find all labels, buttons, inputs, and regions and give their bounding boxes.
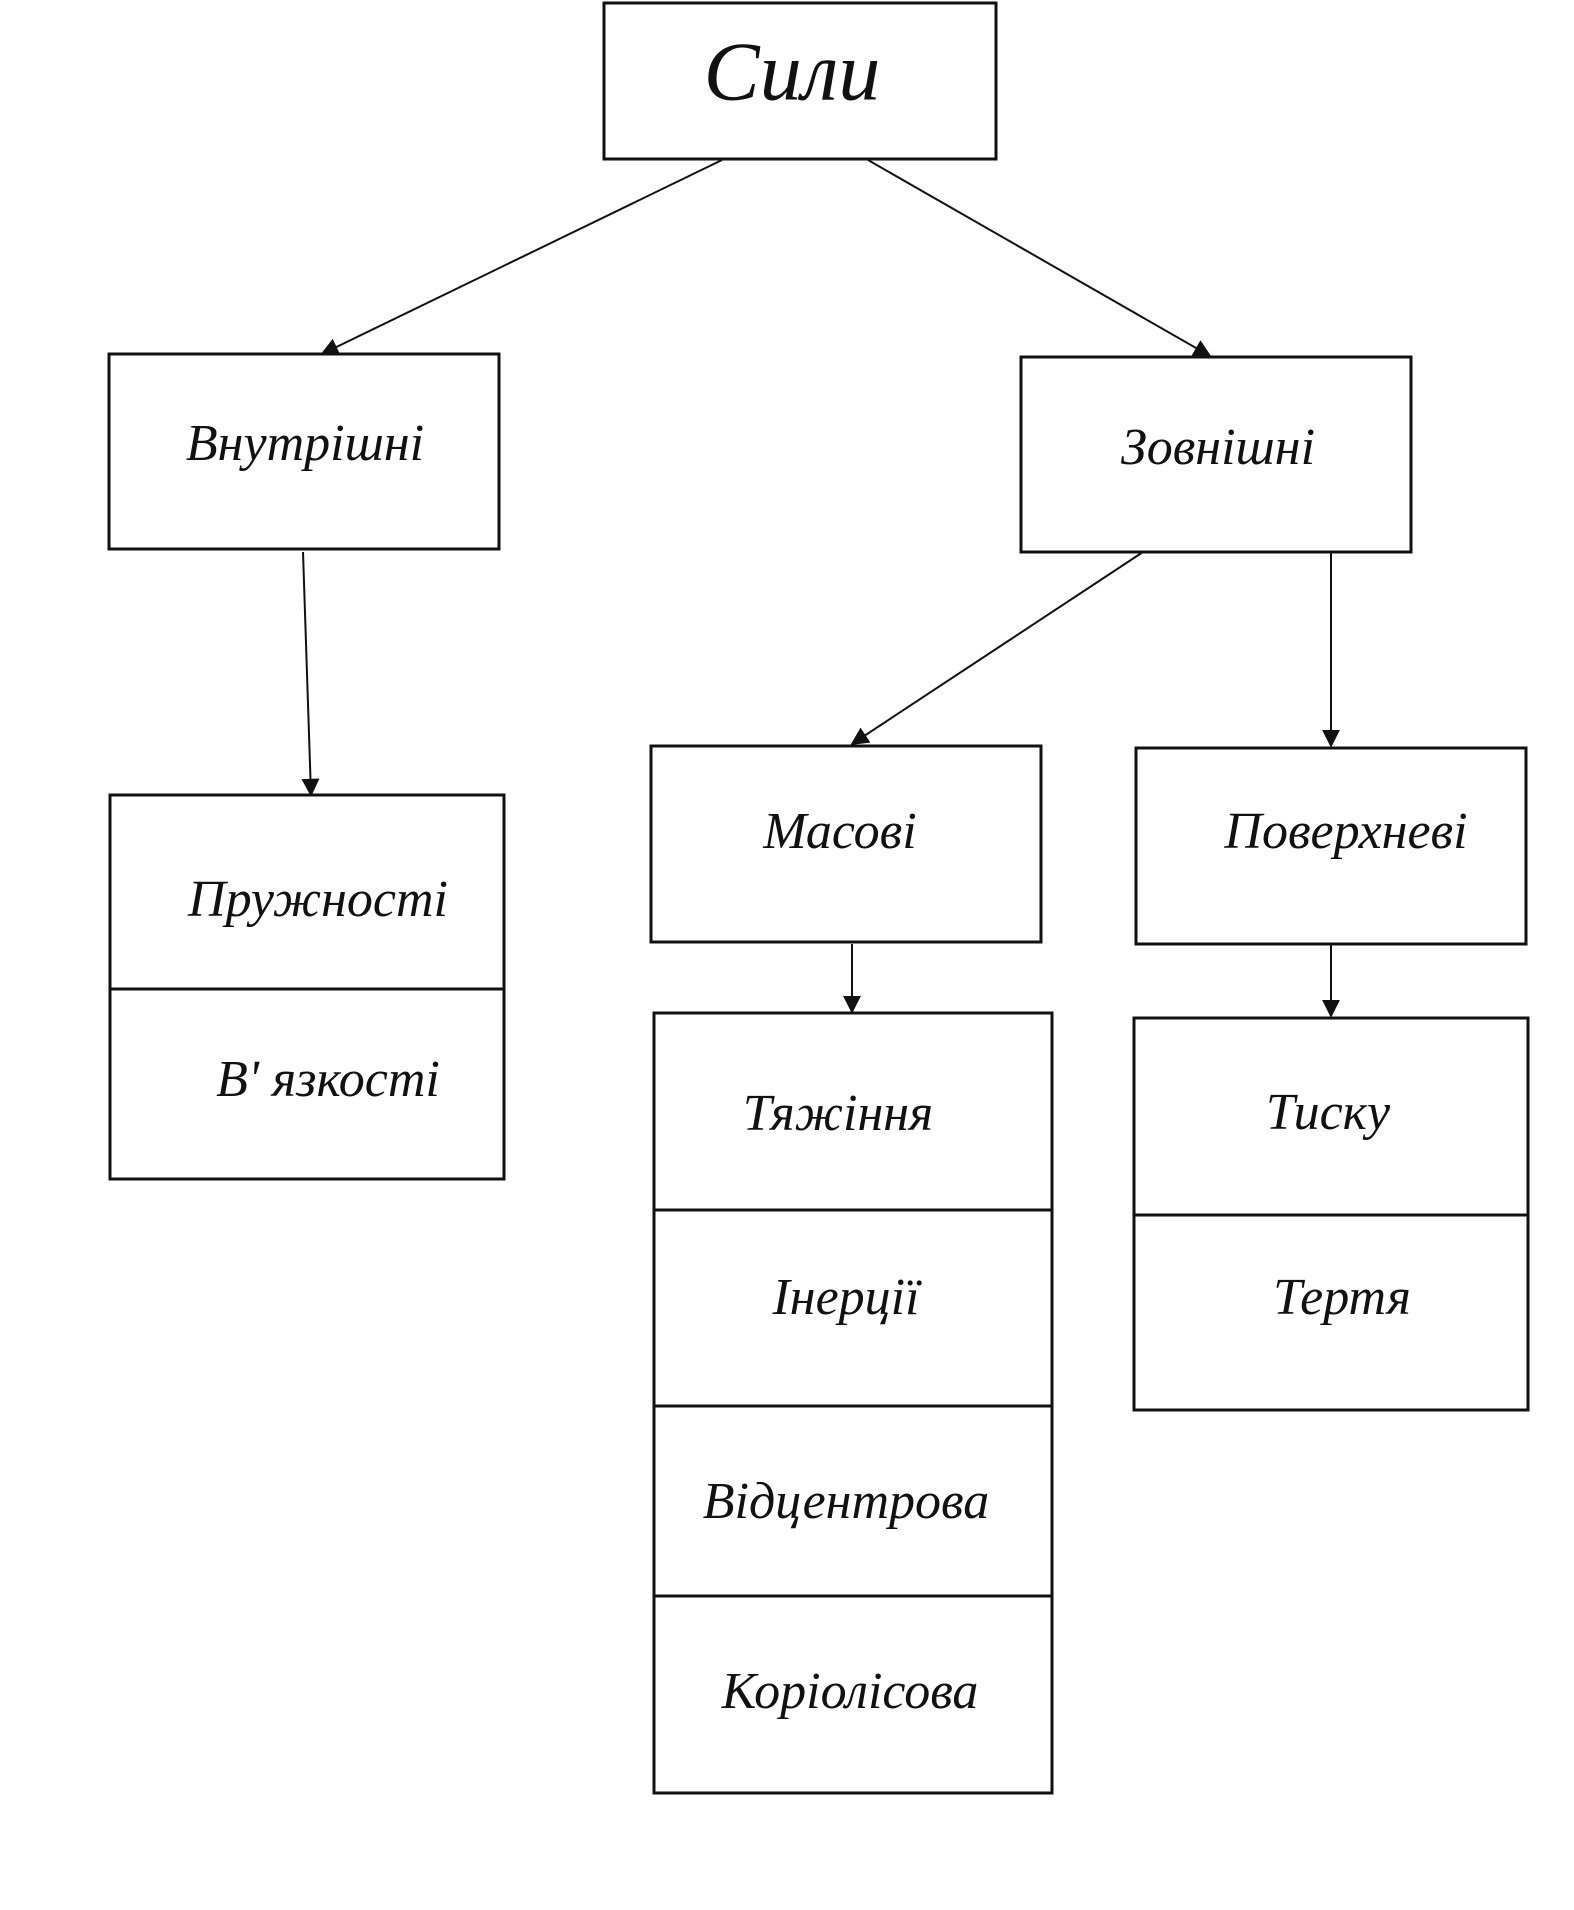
arrow-internal-to-list <box>301 551 320 797</box>
mass-list: Тяжіння Інерції Відцентрова Коріолісова <box>652 1011 1054 1795</box>
root-node: Сили <box>602 1 998 161</box>
root-label: Сили <box>704 25 881 118</box>
mass-item: Інерції <box>771 1269 922 1326</box>
internal-item: В' язкості <box>216 1051 440 1108</box>
arrow-root-to-external <box>867 159 1212 357</box>
internal-label: Внутрішні <box>186 415 424 472</box>
internal-node: Внутрішні <box>107 352 501 551</box>
surface-item: Тиску <box>1266 1084 1391 1141</box>
mass-item: Тяжіння <box>743 1085 933 1142</box>
mass-label: Масові <box>762 803 916 860</box>
internal-item: Пружності <box>187 871 448 928</box>
surface-list: Тиску Тертя <box>1132 1016 1530 1412</box>
arrow-root-to-internal <box>320 159 723 356</box>
mass-item: Коріолісова <box>721 1663 979 1720</box>
mass-node: Масові <box>649 744 1043 944</box>
external-label: Зовнішні <box>1121 419 1315 476</box>
external-node: Зовнішні <box>1019 355 1413 554</box>
surface-node: Поверхневі <box>1134 746 1528 946</box>
mass-item: Відцентрова <box>703 1473 989 1530</box>
internal-list: Пружності В' язкості <box>108 793 506 1181</box>
surface-label: Поверхневі <box>1223 803 1467 860</box>
arrow-external-to-mass <box>850 551 1144 745</box>
surface-item: Тертя <box>1273 1269 1411 1326</box>
